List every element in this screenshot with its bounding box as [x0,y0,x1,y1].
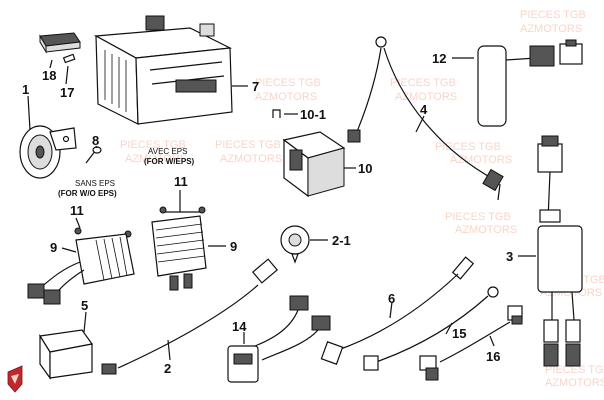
part-3-harness [537,135,583,367]
callout-16: 16 [486,349,500,364]
leader-11-b [75,217,81,229]
part-16-cable [419,305,523,381]
part-18-pad [39,32,81,54]
note-for-wo-eps: (FOR W/O EPS) [58,189,117,198]
part-11-bolt-b [198,206,206,214]
callout-11-b: 11 [70,203,84,218]
watermark-3b: AZMOTORS [520,23,582,35]
note-sans-eps: SANS EPS [75,179,115,188]
part-7-battery [93,15,233,125]
callout-17: 17 [60,85,74,100]
callout-12: 12 [432,51,446,66]
watermark-7b: AZMOTORS [455,224,517,236]
leader-8 [95,145,98,149]
watermark-7a: PIECES TGB [445,211,511,223]
callout-2: 2 [164,361,171,376]
leader-9-a [61,247,77,253]
azmotors-shield-icon [7,365,23,393]
callout-2-1: 2-1 [332,233,351,248]
callout-10-1: 10-1 [300,107,326,122]
leader-17 [65,65,69,85]
part-15-cable [363,286,499,371]
part-10-1-clip [272,109,281,118]
watermark-1a: PIECES TGB [255,77,321,89]
part-2-1-cap [280,225,310,264]
note-avec-eps: AVEC EPS [148,147,187,156]
callout-18: 18 [42,68,56,83]
leader-5 [83,311,87,333]
part-4-cable [347,36,504,201]
part-11-bolt-a [159,206,167,214]
callout-10: 10 [358,161,372,176]
watermark-9b: AZMOTORS [545,377,604,389]
part-11-bolt-c [74,227,82,235]
watermark-5a: PIECES TGB [215,139,281,151]
watermark-5b: AZMOTORS [220,153,282,165]
callout-4: 4 [420,102,428,117]
callout-14: 14 [232,319,247,334]
callout-9-a: 9 [50,240,57,255]
watermark-2a: PIECES TGB [390,77,456,89]
watermark-3a: PIECES TGB [520,9,586,21]
note-for-w-eps: (FOR W/EPS) [144,157,195,166]
callout-5: 5 [81,298,88,313]
callout-15: 15 [452,326,466,341]
part-6-cable [320,256,475,365]
callout-1: 1 [22,82,29,97]
leader-16 [489,335,495,347]
leader-1 [27,95,31,131]
leader-6 [389,301,393,319]
watermark-1b: AZMOTORS [255,91,317,103]
part-1-horn [19,125,77,179]
watermark-4b: AZMOTORS [125,153,187,165]
part-9-regulator-eps [151,215,207,291]
watermark-6b: AZMOTORS [450,154,512,166]
part-5-block [39,329,94,380]
watermark-2b: AZMOTORS [395,91,457,103]
part-10-relay [282,131,346,198]
leader-4 [415,115,425,133]
callout-6: 6 [388,291,395,306]
part-8-screw [85,146,102,164]
leader-2 [167,339,171,361]
callout-8: 8 [92,133,99,148]
leader-18 [49,59,53,69]
watermark-4a: PIECES TGB [120,139,186,151]
callout-11-a: 11 [174,174,188,189]
part-14-connectors [227,295,331,383]
part-9-regulator-no-eps [27,233,135,305]
part-12-module [477,39,583,127]
part-17-clip [62,53,76,64]
callout-9-b: 9 [230,239,237,254]
callout-7: 7 [252,79,259,94]
leader-15 [445,322,453,335]
callout-3: 3 [506,249,513,264]
part-2-sensor [101,258,279,375]
watermark-9a: PIECES TGB [545,364,604,376]
